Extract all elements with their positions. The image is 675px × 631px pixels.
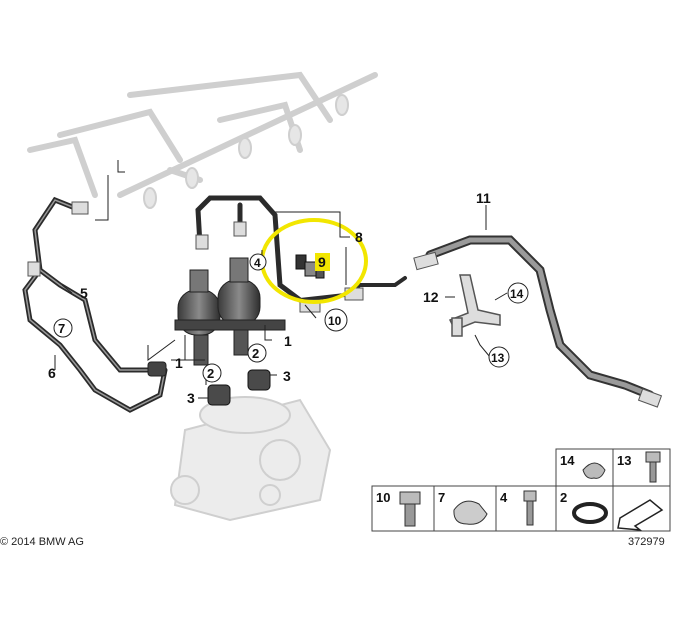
injector-ghost <box>143 94 349 209</box>
callout-14: 14 <box>510 287 524 301</box>
pump-left <box>177 269 221 366</box>
fitting <box>195 234 209 250</box>
hex-bolt-icon <box>399 491 421 527</box>
callout-3: 3 <box>187 390 195 406</box>
table-label-2: 2 <box>560 490 567 505</box>
screw-icon <box>523 490 537 526</box>
pump-right <box>217 257 261 356</box>
fuel-hose <box>425 235 655 400</box>
hose-fitting <box>413 251 439 271</box>
hose-fitting <box>637 388 663 408</box>
seal <box>207 384 231 406</box>
seal <box>247 369 271 391</box>
pump-bracket <box>174 319 286 331</box>
callout-2: 2 <box>252 346 259 361</box>
callout-3: 3 <box>283 368 291 384</box>
table-label-14: 14 <box>560 453 575 468</box>
fitting <box>147 361 167 377</box>
table-label-4: 4 <box>500 490 508 505</box>
table-label-10: 10 <box>376 490 390 505</box>
o-ring-icon <box>572 502 608 524</box>
fuel-rail-ghost <box>27 71 378 198</box>
callout-8: 8 <box>355 229 363 245</box>
clip-icon <box>582 462 606 479</box>
fitting <box>71 201 89 215</box>
callout-13: 13 <box>491 351 505 365</box>
callout-5: 5 <box>80 285 88 301</box>
callout-9: 9 <box>318 254 326 270</box>
fuel-line-left <box>22 196 168 413</box>
callout-10: 10 <box>328 314 342 328</box>
arrow-icon <box>617 499 664 531</box>
fitting <box>27 261 41 277</box>
clamp-icon <box>453 500 488 525</box>
fitting <box>233 221 247 237</box>
table-label-13: 13 <box>617 453 631 468</box>
callouts: 1 1 2 2 3 3 4 5 6 7 8 9 10 11 12 13 14 <box>48 190 529 406</box>
bracket-12 <box>448 274 501 337</box>
callout-1: 1 <box>175 355 183 371</box>
bolt-icon <box>645 451 661 483</box>
callout-4: 4 <box>254 256 261 270</box>
callout-1: 1 <box>284 333 292 349</box>
callout-6: 6 <box>48 365 56 381</box>
callout-12: 12 <box>423 289 439 305</box>
pressure-sensor <box>295 254 325 279</box>
diagram-number: 372979 <box>628 536 665 548</box>
high-pressure-pump-ghost <box>170 396 332 522</box>
leader-lines <box>54 160 508 399</box>
parts-table: 14 13 10 7 4 2 <box>371 448 671 532</box>
fuel-line-mid <box>298 276 407 302</box>
callout-7: 7 <box>58 321 65 336</box>
fuel-line-left-highlight <box>24 199 166 411</box>
copyright: © 2014 BMW AG <box>0 536 84 548</box>
table-label-7: 7 <box>438 490 445 505</box>
callout-11: 11 <box>476 190 491 206</box>
callout-2: 2 <box>207 366 214 381</box>
